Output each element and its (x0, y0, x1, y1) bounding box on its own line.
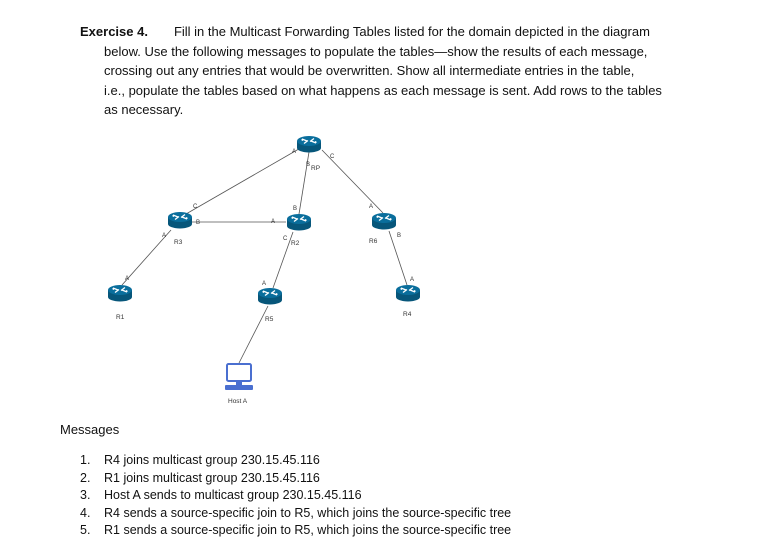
router-label-r3: R3 (174, 239, 183, 246)
router-r6 (371, 212, 397, 231)
links (121, 145, 408, 364)
port-r4-a: A (410, 277, 414, 283)
port-r1-a: A (125, 276, 129, 282)
exercise-title: Exercise 4. (80, 24, 148, 39)
link-r5-hosta (238, 305, 269, 364)
messages-heading: Messages (60, 422, 120, 437)
router-r4 (395, 284, 421, 303)
port-r5-a: A (262, 281, 266, 287)
router-label-r5: R5 (265, 316, 274, 323)
link-r6-r4 (388, 230, 408, 286)
port-rp-c: C (330, 154, 335, 160)
exercise-text: Exercise 4.Fill in the Multicast Forward… (80, 22, 680, 120)
port-r6-a: A (369, 204, 373, 210)
exercise-line-5: as necessary. (104, 102, 184, 117)
router-label-rp: RP (311, 165, 320, 172)
router-label-r1: R1 (116, 314, 125, 321)
router-label-r4: R4 (403, 311, 412, 318)
link-rp-r3 (185, 145, 305, 215)
link-rp-r2 (298, 151, 310, 215)
router-r2 (286, 213, 312, 232)
exercise-line-4: i.e., populate the tables based on what … (104, 82, 662, 98)
messages-list: 1.R4 joins multicast group 230.15.45.116… (80, 452, 511, 540)
router-r3 (167, 211, 193, 230)
port-rp-a: A (292, 149, 296, 155)
router-label-r2: R2 (291, 240, 300, 247)
exercise-line-1: Exercise 4.Fill in the Multicast Forward… (80, 24, 650, 39)
exercise-line-3: crossing out any entries that would be o… (104, 63, 635, 78)
port-r2-b: B (293, 206, 297, 212)
message-item: 1.R4 joins multicast group 230.15.45.116 (80, 453, 320, 467)
router-r5 (257, 287, 283, 306)
network-diagram: RP R3 R2 R6 R1 R5 R4 Host A A B C C B A … (107, 135, 421, 405)
host-computer-icon (225, 363, 253, 390)
link-rp-r6 (321, 149, 384, 214)
port-r3-c: C (193, 204, 198, 210)
port-r2-a: A (271, 219, 275, 225)
router-label-r6: R6 (369, 238, 378, 245)
message-item: 3.Host A sends to multicast group 230.15… (80, 488, 362, 503)
message-item: 2.R1 joins multicast group 230.15.45.116 (80, 470, 320, 485)
port-r2-c: C (283, 236, 288, 242)
port-r6-b: B (397, 233, 401, 239)
router-r1 (107, 284, 133, 303)
message-item: 5.R1 sends a source-specific join to R5,… (80, 523, 512, 538)
port-rp-b: B (306, 162, 310, 168)
host-label: Host A (228, 398, 248, 405)
router-rp (296, 135, 322, 154)
message-item: 4.R4 sends a source-specific join to R5,… (80, 505, 512, 520)
exercise-line-2: below. Use the following messages to pop… (104, 43, 648, 59)
port-r3-b: B (196, 220, 200, 226)
link-r3-r1 (121, 229, 172, 286)
link-r2-r5 (272, 231, 294, 289)
port-r3-a: A (162, 233, 166, 239)
